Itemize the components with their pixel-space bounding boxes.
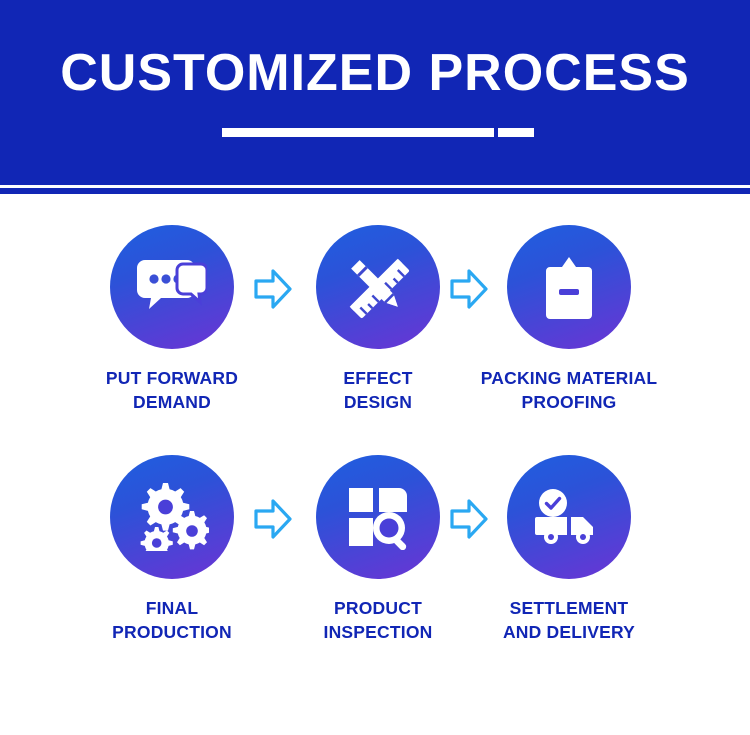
step-settlement-and-delivery[interactable]: SETTLEMENT AND DELIVERY <box>469 455 669 644</box>
step-label: PUT FORWARD DEMAND <box>105 368 239 412</box>
package-box-icon <box>538 253 600 321</box>
chat-bubbles-icon <box>137 256 207 318</box>
step-label: PRODUCT INSPECTION <box>323 598 433 642</box>
step-packing-material-proofing[interactable]: PACKING MATERIAL PROOFING <box>469 225 669 414</box>
header-banner: CUSTOMIZED PROCESS <box>0 0 750 185</box>
step-final-production[interactable]: FINAL PRODUCTION <box>72 455 272 644</box>
step-label: PACKING MATERIAL PROOFING <box>480 368 658 412</box>
step-icon-circle <box>316 455 440 579</box>
step-icon-circle <box>507 455 631 579</box>
divider-bar <box>222 128 534 137</box>
arrow-right-outline-icon-4 <box>449 498 489 540</box>
step-icon-circle <box>316 225 440 349</box>
arrow-right-outline-icon-1 <box>253 268 293 310</box>
step-product-inspection[interactable]: PRODUCT INSPECTION <box>278 455 478 644</box>
divider-segment-short <box>498 128 534 137</box>
step-effect-design[interactable]: EFFECT DESIGN <box>278 225 478 414</box>
step-icon-circle <box>110 455 234 579</box>
step-icon-circle <box>110 225 234 349</box>
page-title: CUSTOMIZED PROCESS <box>60 44 690 102</box>
gears-icon <box>135 483 209 551</box>
process-row-2: FINAL PRODUCTION <box>0 455 750 685</box>
arrow-right-outline-icon-2 <box>449 268 489 310</box>
step-label: FINAL PRODUCTION <box>112 598 232 642</box>
step-label: SETTLEMENT AND DELIVERY <box>502 598 636 642</box>
step-icon-circle <box>507 225 631 349</box>
ruler-pencil-icon <box>342 251 414 323</box>
inspection-magnifier-icon <box>345 484 411 550</box>
process-steps: PUT FORWARD DEMAND <box>0 225 750 705</box>
step-put-forward-demand[interactable]: PUT FORWARD DEMAND <box>72 225 272 414</box>
step-label: EFFECT DESIGN <box>343 368 413 412</box>
delivery-truck-icon <box>533 487 605 547</box>
arrow-right-outline-icon-3 <box>253 498 293 540</box>
divider-segment-long <box>222 128 494 137</box>
process-row-1: PUT FORWARD DEMAND <box>0 225 750 455</box>
header-underline <box>0 188 750 194</box>
